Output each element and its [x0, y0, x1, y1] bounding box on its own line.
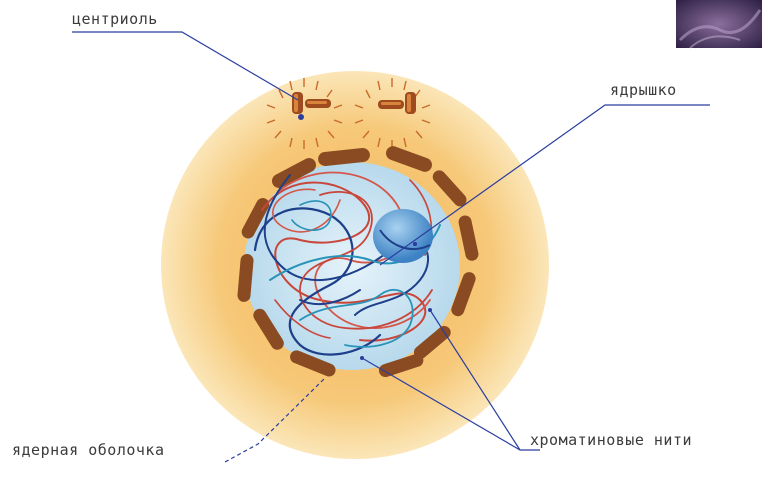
- nuclear-envelope-label: ядерная оболочка: [12, 441, 165, 459]
- nucleolus-icon: [373, 209, 433, 263]
- chromatin-pointer-dot-2: [360, 356, 364, 360]
- nucleolus-pointer-dot: [413, 242, 417, 246]
- nucleolus-label: ядрышко: [610, 81, 677, 99]
- centriole-pointer: [72, 32, 298, 100]
- centriole-label: центриоль: [72, 10, 158, 28]
- corner-texture-icon: [676, 0, 762, 48]
- chromatin-pointer-dot-1: [428, 308, 432, 312]
- chromatin-threads-label: хроматиновые нити: [530, 431, 692, 449]
